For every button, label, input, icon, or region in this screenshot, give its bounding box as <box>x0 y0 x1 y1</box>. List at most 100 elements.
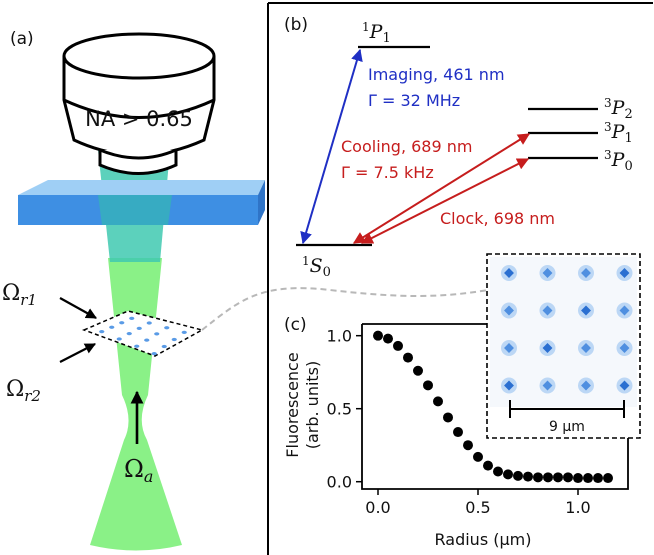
data-point <box>403 352 413 363</box>
imaged-atom <box>501 265 517 281</box>
imaged-atoms <box>501 265 633 394</box>
x-tick-label: 0.0 <box>365 498 390 517</box>
lattice-atom <box>144 338 150 342</box>
cooling-linewidth: Γ = 7.5 kHz <box>341 163 434 182</box>
y-tick-label: 0.5 <box>327 400 352 419</box>
data-point <box>423 380 433 391</box>
data-point <box>533 472 543 483</box>
plot-ticks: 0.0 0.5 1.0 0.0 0.5 1.0 <box>327 327 591 517</box>
numerical-aperture-label: NA > 0.65 <box>85 107 193 131</box>
y-tick-label: 0.0 <box>327 473 352 492</box>
lattice-atom <box>161 344 167 349</box>
lattice-atom <box>119 321 125 325</box>
cooling-label: Cooling, 689 nm <box>341 137 472 156</box>
objective-lens <box>62 32 216 175</box>
plot-frame <box>361 323 629 490</box>
omega-r1-label: Ωr1 <box>2 281 37 309</box>
data-point <box>553 472 563 483</box>
imaged-atom <box>539 377 556 394</box>
level-label-3P2: 3P2 <box>604 96 633 122</box>
lattice-atom <box>151 351 157 356</box>
x-axis-label: Radius (µm) <box>435 530 532 549</box>
panel-c: (c) 0.0 0.5 1.0 0.0 0.5 1.0 Radius (µm) Fluor… <box>283 253 641 549</box>
imaged-atom <box>578 377 594 394</box>
data-point <box>563 472 573 483</box>
data-point <box>473 451 483 462</box>
imaged-atom <box>539 340 556 356</box>
zoom-connector <box>201 287 489 331</box>
data-point <box>543 472 553 483</box>
omega-r2-label: Ωr2 <box>6 377 41 405</box>
lattice-atom <box>164 326 170 330</box>
level-label-1S0: 1S0 <box>302 254 331 280</box>
y-tick-label: 1.0 <box>327 327 352 346</box>
imaged-atom <box>539 265 556 281</box>
imaged-atom <box>616 377 633 394</box>
data-point <box>373 330 383 341</box>
lattice-atom <box>181 330 187 335</box>
panel-b-label: (b) <box>284 15 308 35</box>
panel-bc-border <box>267 2 653 555</box>
lattice-atom <box>109 325 115 329</box>
data-point <box>463 440 473 451</box>
scale-bar-label: 9 µm <box>549 419 585 435</box>
omega-r1-arrow <box>59 297 97 319</box>
panel-a: (a) NA > 0.65 Ωr1 <box>2 29 489 551</box>
imaged-atom <box>501 302 517 319</box>
data-point <box>583 473 593 484</box>
plot-points <box>373 330 613 484</box>
lattice-atom <box>126 332 132 336</box>
omega-r2-arrow <box>59 343 96 363</box>
data-point <box>483 460 493 471</box>
imaged-atom <box>578 302 594 319</box>
imaged-atom <box>616 302 633 319</box>
data-point <box>513 470 523 481</box>
lattice-atom <box>129 316 135 320</box>
lattice-atom <box>146 321 152 325</box>
data-point <box>443 412 453 423</box>
data-point <box>573 473 583 484</box>
level-label-1P1: 1P1 <box>362 20 391 46</box>
omega-a-label: Ωa <box>124 455 153 486</box>
data-point <box>503 469 513 480</box>
x-tick-label: 0.5 <box>465 498 490 517</box>
y-axis-label-line1: Fluorescence <box>283 352 302 457</box>
imaging-label: Imaging, 461 nm <box>368 65 505 84</box>
imaged-atom <box>501 377 517 394</box>
data-point <box>523 471 533 482</box>
imaged-atom <box>501 340 517 356</box>
lattice-atoms <box>99 316 187 356</box>
lattice-atom <box>154 332 160 336</box>
imaged-atom <box>578 265 594 281</box>
imaging-linewidth: Γ = 32 MHz <box>368 91 460 110</box>
data-point <box>393 340 403 351</box>
data-point <box>413 365 423 376</box>
panel-b: (b) 1P1 3P2 3P1 3P0 1S0 Imaging, 461 nm … <box>284 15 633 280</box>
imaged-atom <box>578 340 594 356</box>
lattice-plane <box>81 310 205 357</box>
level-label-3P0: 3P0 <box>604 148 633 174</box>
panel-a-label: (a) <box>10 29 34 49</box>
data-point <box>493 466 503 477</box>
lattice-atom <box>116 337 122 341</box>
data-point <box>603 473 613 484</box>
data-point <box>453 427 463 438</box>
imaged-atom <box>616 340 633 356</box>
clock-label: Clock, 698 nm <box>440 209 555 228</box>
x-tick-label: 1.0 <box>565 498 590 517</box>
lattice-image-inset: 9 µm <box>486 253 641 439</box>
lattice-atom <box>136 326 142 330</box>
level-label-3P1: 3P1 <box>604 120 633 146</box>
imaged-atom <box>539 302 556 319</box>
imaged-atom <box>616 265 633 281</box>
data-point <box>383 333 393 344</box>
clock-transition-arrow <box>360 158 530 244</box>
lattice-atom <box>134 344 140 348</box>
y-axis-label-line2: (arb. units) <box>303 361 322 450</box>
imaging-transition-arrow <box>300 48 363 245</box>
lattice-atom <box>99 330 105 334</box>
lattice-atom <box>171 337 177 342</box>
panel-c-label: (c) <box>284 315 307 335</box>
data-point <box>433 396 443 407</box>
